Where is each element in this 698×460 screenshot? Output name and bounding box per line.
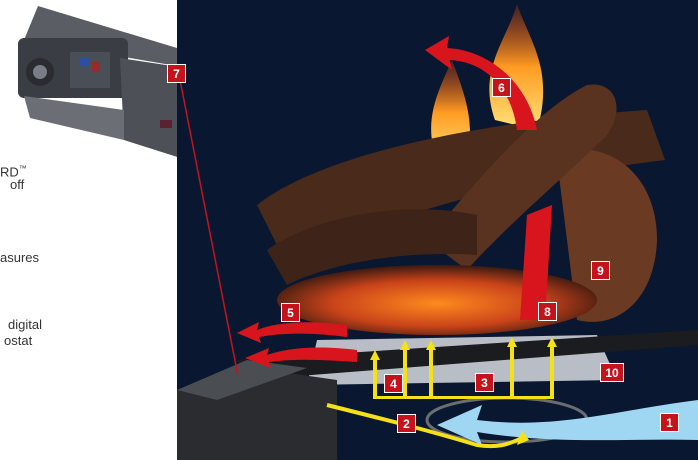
callout-badge-10: 10 (600, 363, 624, 382)
callout-badge-2: 2 (397, 414, 416, 433)
callout-badge-9: 9 (591, 261, 610, 280)
callout-badge-6: 6 (492, 78, 511, 97)
feature-text-5: ostat (4, 332, 32, 349)
callout-badge-7: 7 (167, 64, 186, 83)
callout-badge-1: 1 (660, 413, 679, 432)
feature-text-4: digital (8, 316, 42, 333)
fireplace-diagram (177, 0, 698, 460)
callout-badge-5: 5 (281, 303, 300, 322)
callout-badge-4: 4 (384, 374, 403, 393)
feature-text-3: asures (0, 249, 39, 266)
callout-badge-8: 8 (538, 302, 557, 321)
callout-badge-3: 3 (475, 373, 494, 392)
